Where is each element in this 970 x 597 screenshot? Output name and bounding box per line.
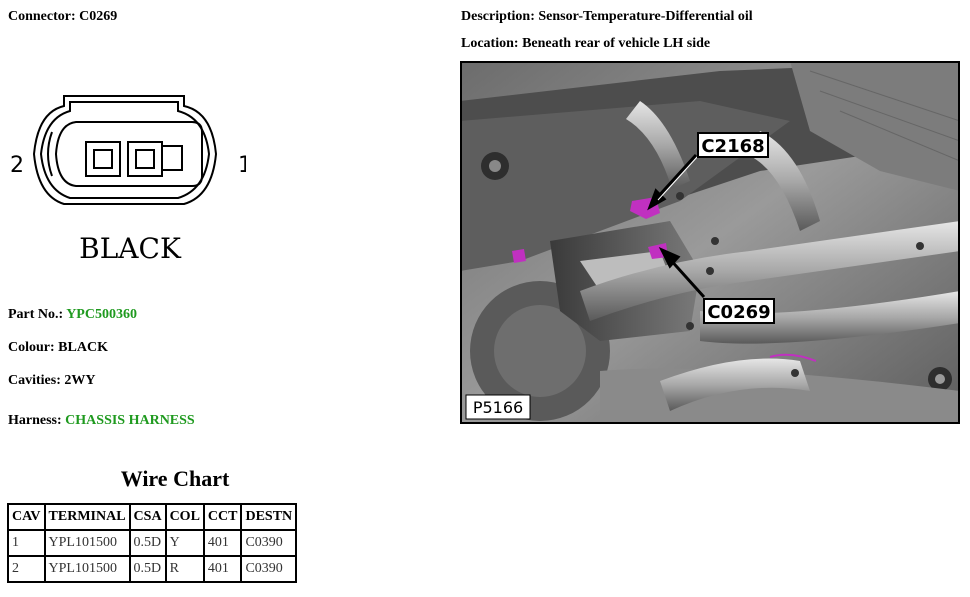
pin-label-left: 2 xyxy=(10,153,24,178)
callout-c0269: C0269 xyxy=(707,302,770,323)
description-line: Description: Sensor-Temperature-Differen… xyxy=(461,9,753,25)
harness-line: Harness: CHASSIS HARNESS xyxy=(8,413,195,429)
harness-label: Harness: xyxy=(8,413,62,428)
location-line: Location: Beneath rear of vehicle LH sid… xyxy=(461,36,710,52)
connector-colour-label: BLACK xyxy=(79,232,182,265)
cavities-value: 2WY xyxy=(64,373,96,388)
part-no-label: Part No.: xyxy=(8,307,64,322)
table-header-row: CAV TERMINAL CSA COL CCT DESTN xyxy=(7,503,298,531)
location-label: Location: xyxy=(461,36,519,51)
colour-label: Colour: xyxy=(8,340,55,355)
callout-c2168: C2168 xyxy=(701,136,764,157)
cell-destn: C0390 xyxy=(240,555,298,583)
cell-col: Y xyxy=(164,529,205,557)
column-header-csa: CSA xyxy=(128,503,167,531)
column-header-terminal: TERMINAL xyxy=(43,503,131,531)
connector-value: C0269 xyxy=(79,9,118,24)
colour-value: BLACK xyxy=(58,340,108,355)
part-no-line: Part No.: YPC500360 xyxy=(8,307,137,323)
cell-terminal: YPL101500 xyxy=(43,555,131,583)
harness-link[interactable]: CHASSIS HARNESS xyxy=(65,413,195,428)
cell-cct: 401 xyxy=(202,529,243,557)
cell-destn: C0390 xyxy=(240,529,298,557)
cavities-label: Cavities: xyxy=(8,373,61,388)
cell-cav: 1 xyxy=(7,529,46,557)
column-header-cav: CAV xyxy=(7,503,46,531)
table-row: 2 YPL101500 0.5D R 401 C0390 xyxy=(7,555,298,583)
colour-line: Colour: BLACK xyxy=(8,340,108,356)
connector-line: Connector: C0269 xyxy=(8,9,117,25)
cell-terminal: YPL101500 xyxy=(43,529,131,557)
cavities-line: Cavities: 2WY xyxy=(8,373,96,389)
connector-label: Connector: xyxy=(8,9,76,24)
column-header-col: COL xyxy=(164,503,205,531)
cell-col: R xyxy=(164,555,205,583)
pin-label-right: 1 xyxy=(238,153,246,178)
cell-csa: 0.5D xyxy=(128,555,167,583)
column-header-destn: DESTN xyxy=(240,503,298,531)
description-value: Sensor-Temperature-Differential oil xyxy=(538,9,753,24)
location-photo: C2168 C0269 P5166 xyxy=(460,61,960,424)
cell-cct: 401 xyxy=(202,555,243,583)
photo-reference: P5166 xyxy=(473,398,523,417)
description-label: Description: xyxy=(461,9,535,24)
wire-chart-table: CAV TERMINAL CSA COL CCT DESTN 1 YPL1015… xyxy=(7,503,298,583)
part-no-link[interactable]: YPC500360 xyxy=(66,307,137,322)
connector-face-diagram: 2 1 BLACK xyxy=(10,95,246,265)
table-row: 1 YPL101500 0.5D Y 401 C0390 xyxy=(7,529,298,557)
column-header-cct: CCT xyxy=(202,503,243,531)
wire-chart-title: Wire Chart xyxy=(120,466,230,491)
location-value: Beneath rear of vehicle LH side xyxy=(522,36,711,51)
cell-csa: 0.5D xyxy=(128,529,167,557)
cell-cav: 2 xyxy=(7,555,46,583)
